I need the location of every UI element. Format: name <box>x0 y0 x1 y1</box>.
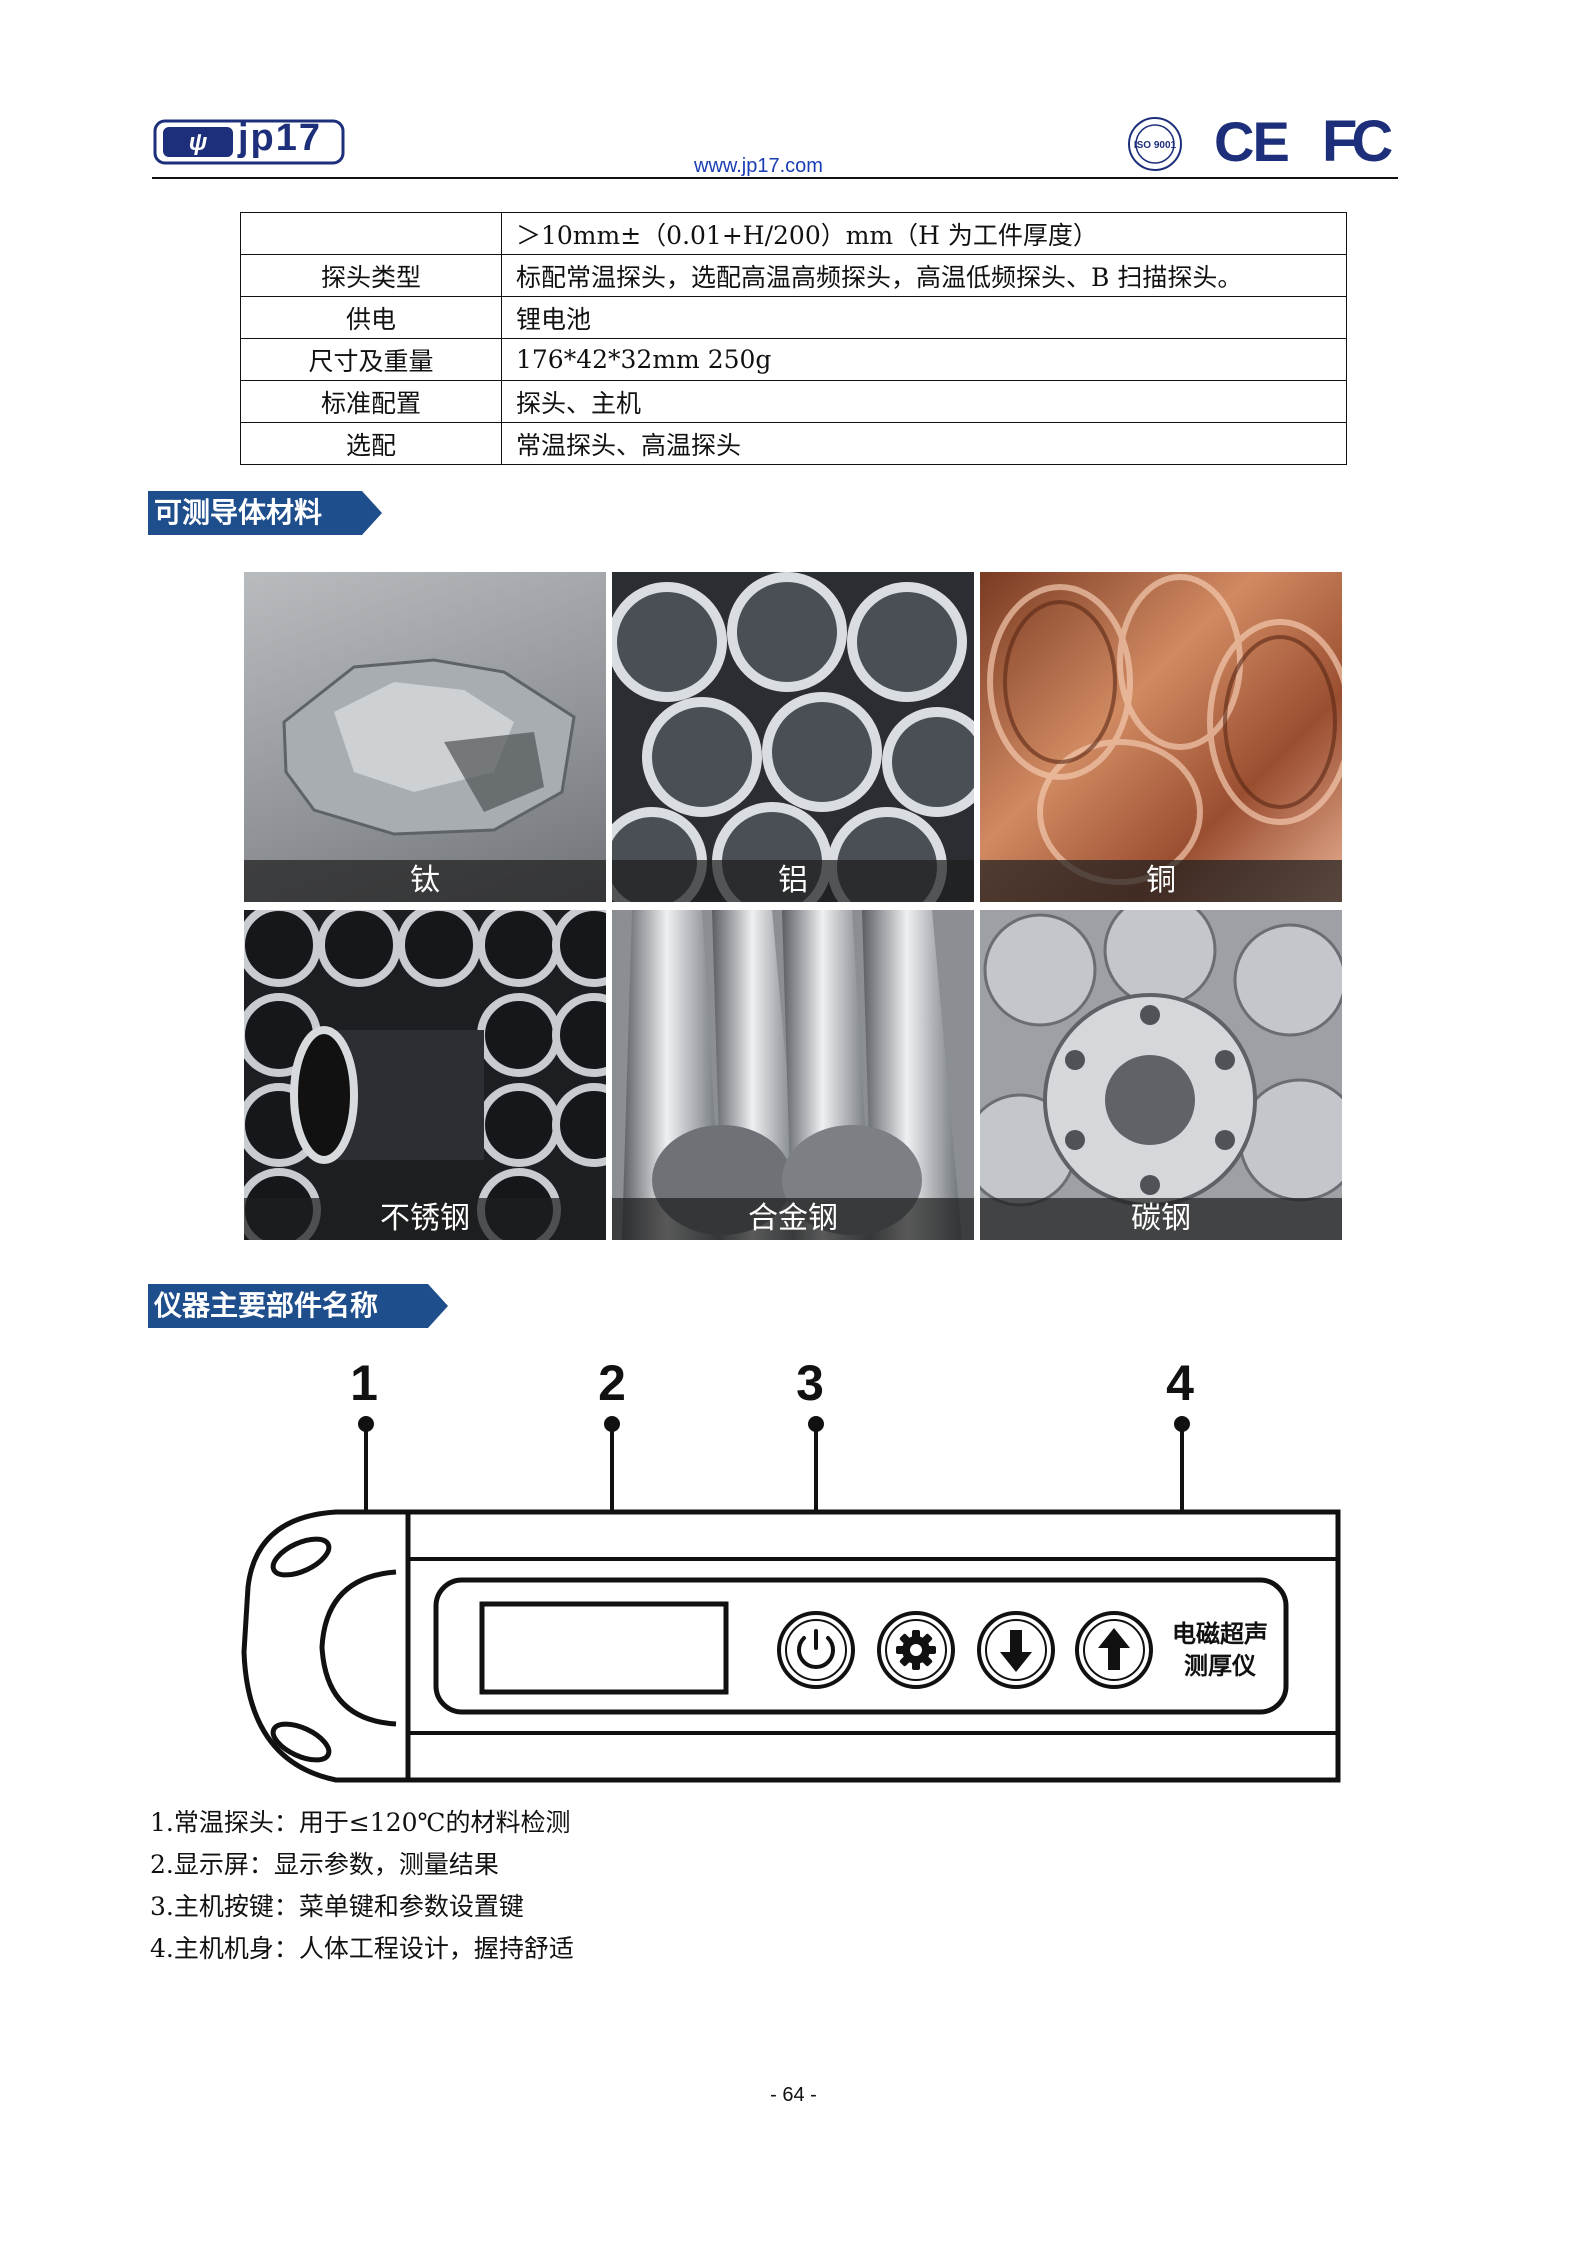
copper-image <box>987 574 1342 885</box>
legend-item: 2.显示屏：显示参数，测量结果 <box>150 1850 499 1879</box>
spec-value: 探头、主机 <box>501 380 1347 423</box>
legend-item: 3.主机按键：菜单键和参数设置键 <box>150 1892 524 1921</box>
material-caption: 铝 <box>612 860 974 902</box>
titanium-image <box>282 658 576 836</box>
settings-button[interactable] <box>877 1611 955 1689</box>
section-arrow-icon <box>362 491 382 535</box>
material-caption: 碳钢 <box>980 1198 1342 1240</box>
device-label-line2: 测厚仪 <box>1184 1652 1257 1680</box>
section-title: 仪器主要部件名称 <box>148 1284 428 1328</box>
legend-item: 1.常温探头：用于≤120℃的材料检测 <box>150 1808 571 1837</box>
device-diagram: 1 2 3 4 <box>241 1355 1341 1783</box>
spec-value: 常温探头、高温探头 <box>501 422 1347 465</box>
stainless-steel-image <box>244 910 606 1240</box>
up-button[interactable] <box>1075 1611 1153 1689</box>
device-label-line1: 电磁超声 <box>1172 1620 1268 1648</box>
legend-item: 4.主机机身：人体工程设计，握持舒适 <box>150 1934 574 1963</box>
arrow-down-icon <box>1000 1630 1032 1672</box>
table-row: ＞10mm±（0.01+H/200）mm（H 为工件厚度） <box>240 212 1347 255</box>
callout-number: 1 <box>350 1355 378 1411</box>
callout-number: 2 <box>598 1355 626 1411</box>
iso-badge-text: ISO 9001 <box>1134 140 1177 151</box>
power-icon <box>797 1636 835 1670</box>
ce-mark: CE <box>1214 110 1290 173</box>
table-row: 选配常温探头、高温探头 <box>240 422 1347 465</box>
company-logo: ψ <box>153 119 345 165</box>
spec-key <box>240 212 502 255</box>
material-caption: 不锈钢 <box>244 1198 606 1240</box>
section-title: 可测导体材料 <box>148 491 362 535</box>
spec-key: 探头类型 <box>240 254 502 297</box>
section-arrow-icon <box>428 1284 448 1328</box>
fc-mark: FC <box>1322 109 1393 174</box>
material-tile-titanium: 钛 <box>244 572 606 902</box>
spec-value: 锂电池 <box>501 296 1347 339</box>
callout-number: 3 <box>796 1355 824 1411</box>
logo-wordmark: jp17 <box>238 117 323 159</box>
alloy-steel-image <box>622 910 962 1240</box>
page-number: - 64 - <box>770 2084 817 2106</box>
iso-certification-icon: ISO 9001 <box>1128 117 1182 171</box>
carbon-steel-image <box>980 910 1342 1207</box>
material-caption: 铜 <box>980 860 1342 902</box>
callout-number: 4 <box>1166 1355 1194 1411</box>
svg-text:ψ: ψ <box>189 129 208 156</box>
header-rule <box>152 177 1398 179</box>
spec-key: 选配 <box>240 422 502 465</box>
material-tile-copper: 铜 <box>980 572 1342 902</box>
material-caption: 钛 <box>244 860 606 902</box>
spec-value: 标配常温探头，选配高温高频探头，高温低频探头、B 扫描探头。 <box>501 254 1347 297</box>
material-tile-stainless-steel: 不锈钢 <box>244 910 606 1240</box>
site-url[interactable]: www.jp17.com <box>694 155 823 177</box>
material-tile-aluminum: 铝 <box>612 572 974 902</box>
material-tile-alloy-steel: 合金钢 <box>612 910 974 1240</box>
table-row: 探头类型标配常温探头，选配高温高频探头，高温低频探头、B 扫描探头。 <box>240 254 1347 297</box>
spec-table: ＞10mm±（0.01+H/200）mm（H 为工件厚度） 探头类型标配常温探头… <box>240 212 1347 465</box>
spec-value: 176*42*32mm 250g <box>501 338 1347 381</box>
gear-icon <box>896 1630 936 1670</box>
material-tile-carbon-steel: 碳钢 <box>980 910 1342 1240</box>
arrow-up-icon <box>1098 1628 1130 1670</box>
power-button[interactable] <box>777 1611 855 1689</box>
aluminum-image <box>612 572 974 902</box>
table-row: 标准配置探头、主机 <box>240 380 1347 423</box>
spec-value: ＞10mm±（0.01+H/200）mm（H 为工件厚度） <box>501 212 1347 255</box>
parts-legend: 1.常温探头：用于≤120℃的材料检测 2.显示屏：显示参数，测量结果 3.主机… <box>150 1802 574 1970</box>
spec-key: 标准配置 <box>240 380 502 423</box>
materials-grid: 钛 铝 铜 <box>244 572 1344 1244</box>
down-button[interactable] <box>977 1611 1055 1689</box>
material-caption: 合金钢 <box>612 1198 974 1240</box>
spec-key: 尺寸及重量 <box>240 338 502 381</box>
table-row: 供电锂电池 <box>240 296 1347 339</box>
spec-key: 供电 <box>240 296 502 339</box>
